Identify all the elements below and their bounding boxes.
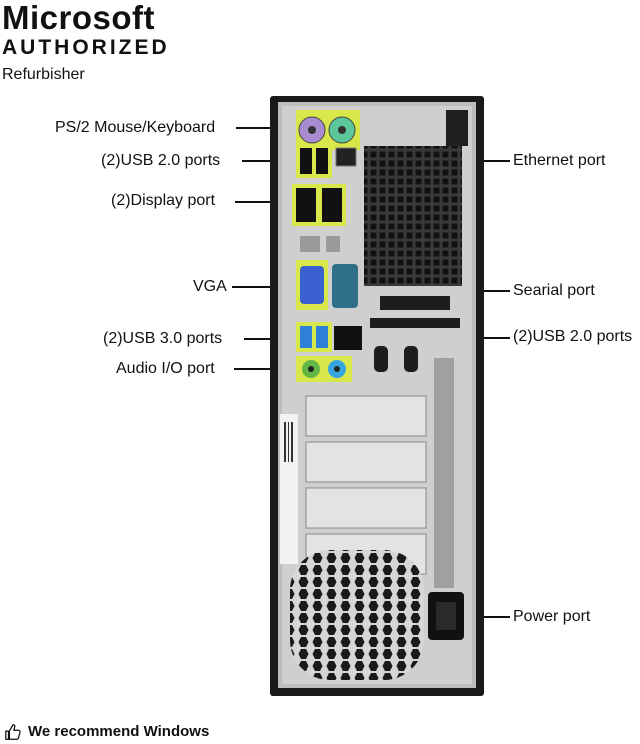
label-power: Power port <box>513 608 591 625</box>
label-serial: Searial port <box>513 282 595 299</box>
label-vga: VGA <box>193 278 227 295</box>
label-ps2: PS/2 Mouse/Keyboard <box>55 119 216 136</box>
brand-subtitle: AUTHORIZED <box>2 36 170 59</box>
label-usb20-left: (2)USB 2.0 ports <box>101 152 221 169</box>
brand-role: Refurbisher <box>2 66 85 83</box>
leader-display <box>235 201 295 203</box>
label-display: (2)Display port <box>111 192 216 209</box>
brand-title: Microsoft <box>2 0 155 36</box>
leader-ps2 <box>236 127 300 129</box>
label-usb30: (2)USB 3.0 ports <box>103 330 223 347</box>
leader-vga <box>232 286 294 288</box>
label-audio: Audio I/O port <box>116 360 215 377</box>
label-usb20-right: (2)USB 2.0 ports <box>513 328 633 345</box>
usb20-right-port <box>334 326 362 350</box>
leader-power <box>462 616 510 618</box>
pc-rear-panel <box>270 96 484 696</box>
thumbs-up-icon <box>5 724 21 740</box>
leader-audio <box>234 368 294 370</box>
expansion-slot-1 <box>305 395 427 437</box>
serial-port <box>332 264 358 308</box>
upper-vent <box>364 146 462 286</box>
fan-grill <box>290 550 424 680</box>
footer-text: We recommend Windows <box>28 723 210 740</box>
expansion-slot-2 <box>305 441 427 483</box>
ethernet-port <box>335 147 357 167</box>
footer: We recommend Windows <box>4 722 209 742</box>
label-ethernet: Ethernet port <box>513 152 606 169</box>
expansion-slot-3 <box>305 487 427 529</box>
